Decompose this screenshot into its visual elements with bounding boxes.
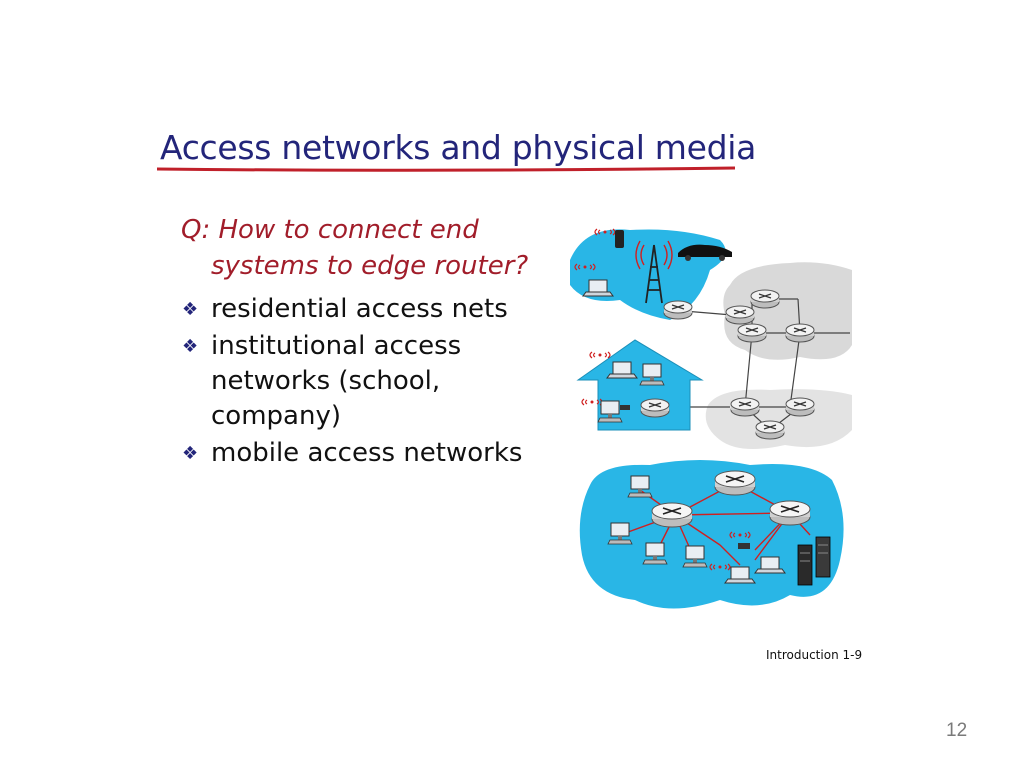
- router-icon: [785, 323, 815, 343]
- desktop-icon: [627, 475, 653, 498]
- router-icon: [725, 305, 755, 325]
- cell-tower-icon: [635, 240, 673, 304]
- slide-title: Access networks and physical media: [160, 128, 757, 167]
- page-number: 12: [946, 720, 968, 741]
- question-line-2: systems to edge router?: [211, 251, 529, 281]
- bullet-text: institutional access networks (school, c…: [211, 331, 462, 431]
- bullet-item: ❖ institutional access networks (school,…: [180, 329, 540, 434]
- router-icon: [737, 323, 767, 343]
- router-icon: [640, 398, 670, 418]
- desktop-icon: [682, 545, 708, 568]
- diamond-bullet-icon: ❖: [182, 336, 199, 357]
- router-icon: [730, 397, 760, 417]
- desktop-icon: [639, 363, 665, 386]
- car-icon: [678, 244, 732, 261]
- bullet-item: ❖ mobile access networks: [180, 436, 540, 471]
- network-diagram: [570, 228, 852, 609]
- router-icon: [714, 470, 756, 496]
- bullet-list: ❖ residential access nets ❖ institutiona…: [180, 292, 540, 473]
- question-line-1: Q: How to connect end: [181, 215, 479, 245]
- institutional-network: [579, 460, 844, 609]
- bullet-text: mobile access networks: [211, 438, 523, 468]
- mobile-network: [570, 228, 732, 320]
- diamond-bullet-icon: ❖: [182, 299, 199, 320]
- footer-label: Introduction 1-9: [766, 648, 863, 662]
- router-icon: [663, 300, 693, 320]
- bullet-text: residential access nets: [211, 294, 508, 324]
- desktop-icon: [597, 400, 623, 423]
- phone-icon: [615, 230, 624, 248]
- wireless-waves-icon: [589, 351, 611, 359]
- desktop-icon: [642, 542, 668, 565]
- router-icon: [755, 420, 785, 440]
- bullet-item: ❖ residential access nets: [180, 292, 540, 327]
- house-icon: [576, 339, 704, 431]
- router-icon: [769, 500, 811, 526]
- server-icon: [797, 536, 831, 586]
- diamond-bullet-icon: ❖: [182, 443, 199, 464]
- router-icon: [651, 502, 693, 528]
- router-icon: [750, 289, 780, 309]
- router-icon: [785, 397, 815, 417]
- question-text: Q: How to connect end systems to edge ro…: [181, 212, 528, 284]
- desktop-icon: [607, 522, 633, 545]
- core-network-cloud: [705, 262, 852, 449]
- title-underline: [157, 166, 735, 172]
